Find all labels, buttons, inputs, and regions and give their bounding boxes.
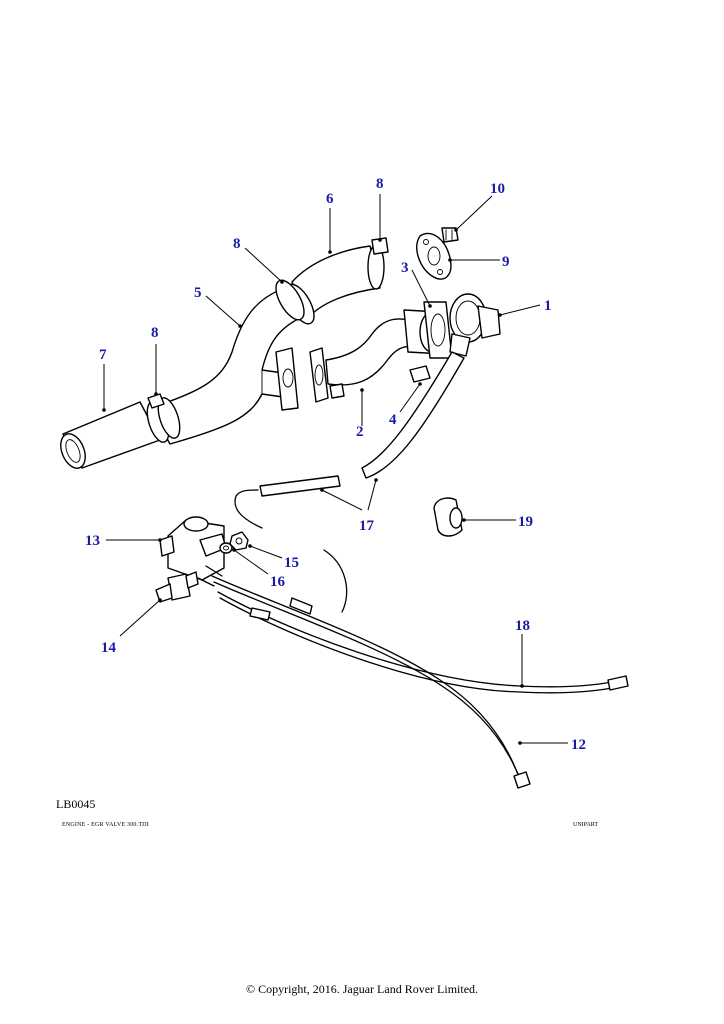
callout-18: 18	[515, 618, 530, 634]
hose-clamp-lower	[146, 393, 181, 443]
callout-6: 6	[326, 191, 334, 207]
callout-14: 14	[101, 640, 117, 656]
part-4-bolt	[409, 365, 431, 383]
part-18-cable	[217, 591, 629, 694]
callout-3: 3	[401, 260, 409, 276]
part-9-flange-gasket	[416, 232, 452, 280]
callout-labels: 1 2 3 4 5 6 7 8 8 8 9 10 12 13 14 15 16 …	[85, 176, 586, 753]
part-6-upper-hose	[275, 237, 389, 325]
callout-15: 15	[284, 555, 299, 571]
callout-leaders	[102, 194, 568, 745]
cable-sleeves	[249, 597, 313, 621]
callout-8b: 8	[376, 176, 384, 192]
callout-5: 5	[194, 285, 202, 301]
part-15-nut	[229, 531, 249, 551]
callout-1: 1	[544, 298, 552, 314]
callout-7: 7	[99, 347, 107, 363]
callout-4: 4	[389, 412, 397, 428]
diagram-footer-brand: UNIPART	[573, 822, 599, 828]
flange-bolt	[329, 383, 345, 399]
part-13-modulator	[159, 516, 227, 587]
callout-8a: 8	[233, 236, 241, 252]
diagram-footer-title: ENGINE - EGR VALVE 300.TDI	[62, 822, 149, 828]
callout-17: 17	[359, 518, 375, 534]
part-14-sensor	[155, 571, 199, 603]
callout-19: 19	[518, 514, 533, 530]
part-3-gasket	[423, 301, 453, 359]
callout-16: 16	[270, 574, 286, 590]
part-19-clip	[433, 497, 463, 537]
diagram-reference-code: LB0045	[56, 797, 96, 811]
copyright-notice: © Copyright, 2016. Jaguar Land Rover Lim…	[245, 982, 479, 996]
part-17-vacuum-hoses	[234, 351, 465, 529]
part-1-egr-valve	[449, 293, 501, 357]
part-16-washer	[219, 542, 233, 554]
callout-13: 13	[85, 533, 100, 549]
part-7-intake-tube	[60, 401, 161, 469]
callout-10: 10	[490, 181, 505, 197]
loose-hose-arc	[323, 549, 348, 613]
part-10-bolt	[441, 227, 459, 243]
callout-12: 12	[571, 737, 586, 753]
callout-9: 9	[502, 254, 510, 270]
part-5-main-hose	[149, 289, 301, 445]
callout-8c: 8	[151, 325, 159, 341]
callout-2: 2	[356, 424, 364, 440]
part-12-cable	[211, 575, 531, 789]
